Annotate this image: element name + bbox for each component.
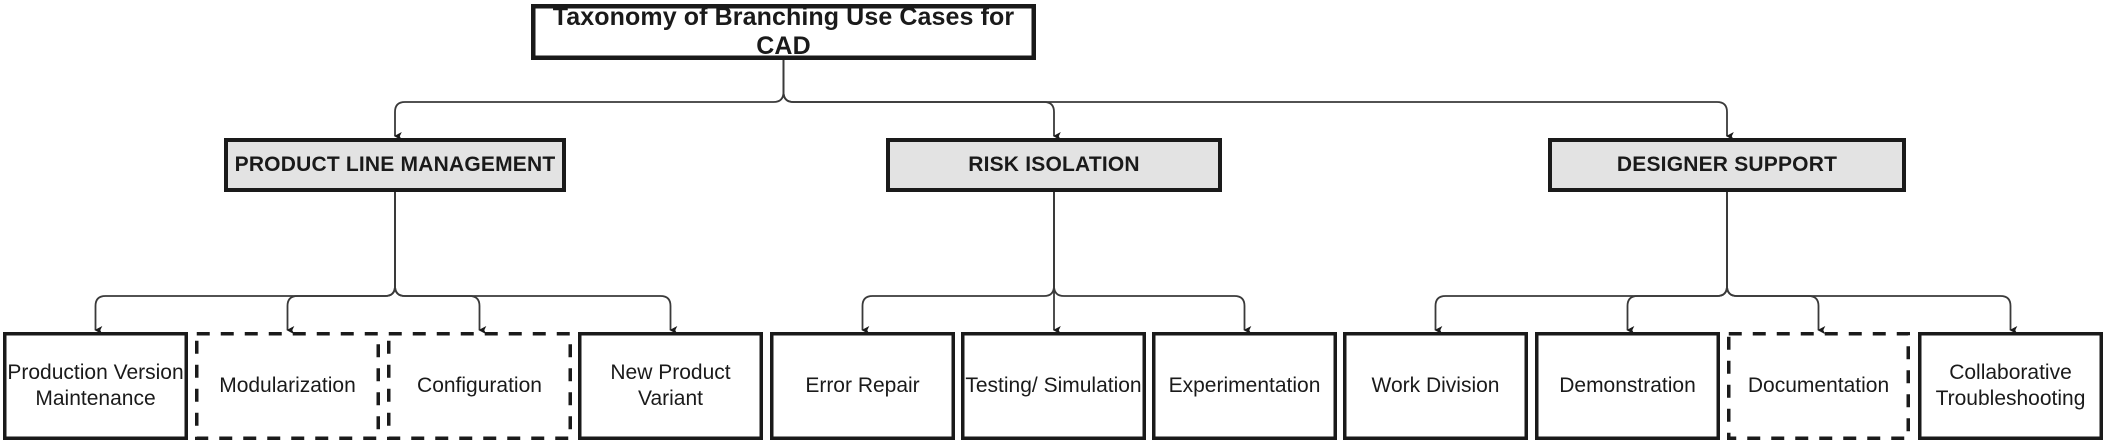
connector-layer: [94, 60, 2018, 335]
node-box-documentation[interactable]: [1727, 332, 1910, 440]
node-box-testing-simulation[interactable]: [961, 332, 1146, 440]
node-box-error-repair[interactable]: [770, 332, 955, 440]
node-box-layer: [3, 4, 2103, 440]
node-box-risk-isolation[interactable]: [886, 138, 1222, 192]
node-box-collaborative-troubleshooting[interactable]: [1918, 332, 2103, 440]
connector-root-to-risk-isolation: [782, 60, 1061, 141]
connector-risk-isolation-to-error-repair: [861, 192, 1055, 335]
node-box-root[interactable]: [531, 4, 1036, 60]
node-box-new-product-variant[interactable]: [578, 332, 763, 440]
connector-root-to-product-line-management: [394, 60, 785, 141]
node-box-designer-support[interactable]: [1548, 138, 1906, 192]
connector-product-line-management-to-new-product-variant: [394, 192, 678, 335]
connector-designer-support-to-collaborative-troubleshooting: [1726, 192, 2018, 335]
node-box-modularization[interactable]: [195, 332, 380, 440]
connector-product-line-management-to-production-version-maintenance: [94, 192, 396, 335]
node-box-product-line-management[interactable]: [224, 138, 566, 192]
connector-risk-isolation-to-experimentation: [1053, 192, 1252, 335]
connector-product-line-management-to-configuration: [394, 192, 487, 335]
node-box-configuration[interactable]: [387, 332, 572, 440]
connector-designer-support-to-work-division: [1434, 192, 1728, 335]
node-box-demonstration[interactable]: [1535, 332, 1720, 440]
connector-designer-support-to-demonstration: [1626, 192, 1728, 335]
node-box-experimentation[interactable]: [1152, 332, 1337, 440]
connector-designer-support-to-documentation: [1726, 192, 1826, 335]
connector-root-to-designer-support: [782, 60, 1734, 141]
node-box-work-division[interactable]: [1343, 332, 1528, 440]
connector-product-line-management-to-modularization: [286, 192, 396, 335]
node-box-production-version-maintenance[interactable]: [3, 332, 188, 440]
